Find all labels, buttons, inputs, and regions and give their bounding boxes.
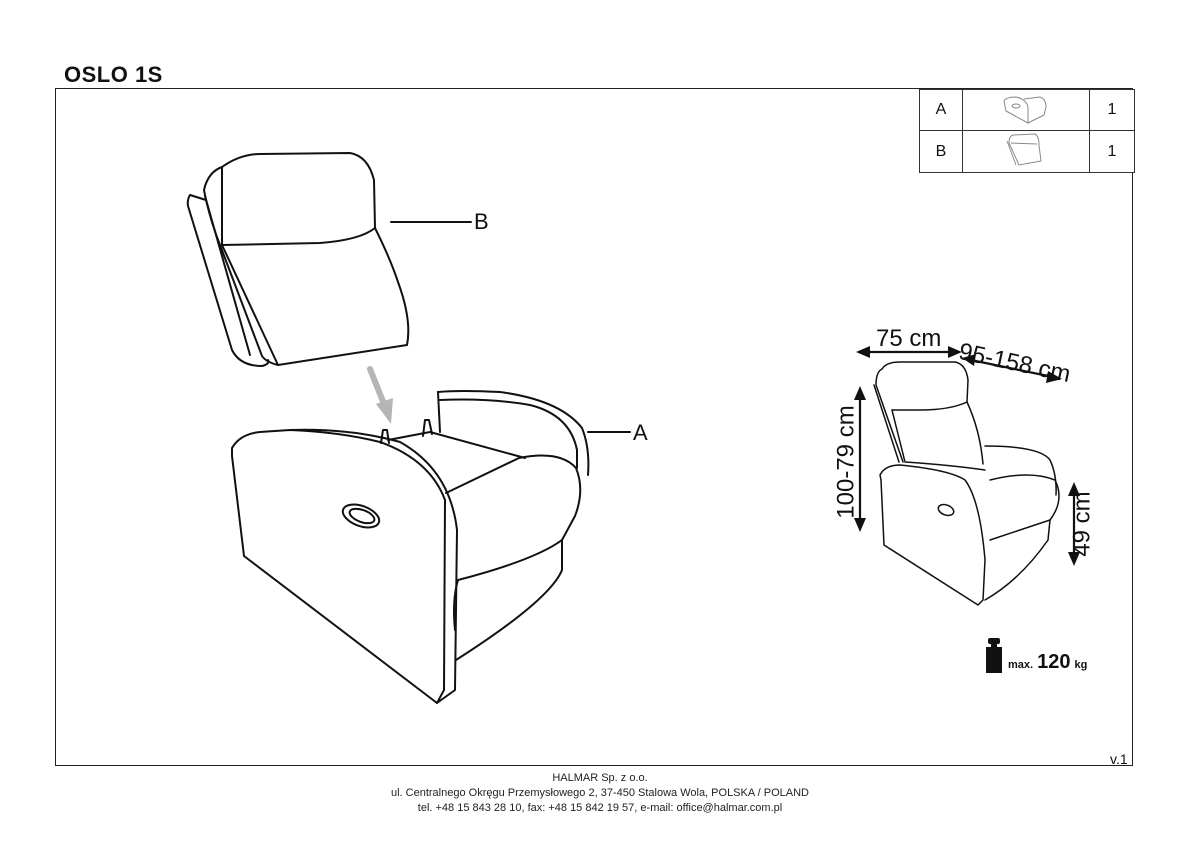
insert-arrow-icon xyxy=(367,366,393,424)
part-letter: A xyxy=(919,89,963,131)
part-thumbnail xyxy=(962,130,1090,173)
weight-icon xyxy=(986,638,1002,673)
drawing-frame xyxy=(55,88,1133,766)
height-dimension: 100-79 cm xyxy=(832,405,860,519)
dimension-chair-drawing xyxy=(873,361,1060,606)
dimension-arrows xyxy=(854,346,1080,566)
backrest-icon xyxy=(1006,133,1042,166)
seat-base-drawing xyxy=(231,390,590,704)
callout-b-label: B xyxy=(474,209,489,234)
max-load-prefix: max. xyxy=(1008,659,1034,671)
part-letter: B xyxy=(919,130,963,173)
max-load-value: 120 xyxy=(1037,651,1071,673)
max-load-indicator: max. 120 kg xyxy=(984,638,1087,674)
parts-table: A 1 B 1 xyxy=(919,89,1135,173)
width-dimension: 75 cm xyxy=(876,325,942,352)
table-row: A 1 xyxy=(919,89,1135,131)
table-row: B 1 xyxy=(919,130,1135,173)
footer: HALMAR Sp. z o.o. ul. Centralnego Okręgu… xyxy=(0,771,1200,816)
page-title: OSLO 1S xyxy=(64,62,163,87)
max-load-unit: kg xyxy=(1074,659,1088,671)
part-quantity: 1 xyxy=(1089,89,1135,131)
version-label: v.1 xyxy=(1110,751,1128,767)
footer-contact: tel. +48 15 843 28 10, fax: +48 15 842 1… xyxy=(417,802,783,814)
footer-address: ul. Centralnego Okręgu Przemysłowego 2, … xyxy=(390,787,809,799)
footer-company: HALMAR Sp. z o.o. xyxy=(552,772,648,784)
callout-a-label: A xyxy=(633,420,648,445)
backrest-drawing xyxy=(186,152,410,367)
part-thumbnail xyxy=(962,89,1090,131)
chair-base-icon xyxy=(1003,95,1047,124)
seat-height-dimension: 49 cm xyxy=(1068,491,1096,557)
part-quantity: 1 xyxy=(1089,130,1135,173)
